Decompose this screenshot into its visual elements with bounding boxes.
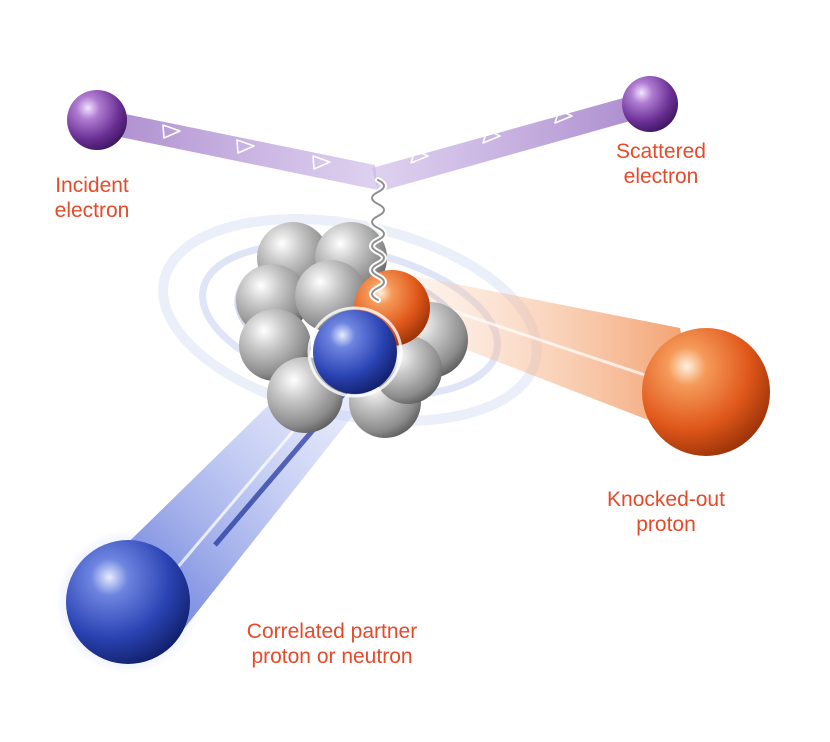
arrow-icon <box>554 109 573 124</box>
label-line: electron <box>54 199 130 222</box>
scattered-electron-beam <box>372 92 648 192</box>
label-line: Scattered <box>616 140 706 163</box>
arrow-icon <box>410 149 429 164</box>
partner-sphere <box>66 540 190 664</box>
proton-beam <box>390 272 700 440</box>
label-line: Correlated partner <box>246 620 418 643</box>
label-line: proton <box>636 513 696 536</box>
incident-electron-label: Incident electron <box>12 173 172 223</box>
label-line: Knocked-out <box>607 488 725 511</box>
partner-in-nucleus <box>313 310 397 394</box>
label-line: electron <box>623 165 699 188</box>
scattered-electron-sphere <box>622 76 678 132</box>
incident-electron-sphere <box>67 90 127 150</box>
label-line: Incident <box>55 174 129 197</box>
label-line: proton or neutron <box>251 645 413 668</box>
nucleus <box>236 222 468 438</box>
arrow-icon <box>236 139 255 154</box>
correlated-partner-label: Correlated partner proton or neutron <box>212 619 452 669</box>
knocked-out-proton-label: Knocked-out proton <box>586 487 746 537</box>
scattered-electron-label: Scattered electron <box>586 139 736 189</box>
beam-arrows <box>162 109 573 170</box>
arrow-icon <box>312 155 331 170</box>
arrow-icon <box>162 124 181 139</box>
knocked-out-proton-sphere <box>642 328 770 456</box>
arrow-icon <box>482 129 501 144</box>
